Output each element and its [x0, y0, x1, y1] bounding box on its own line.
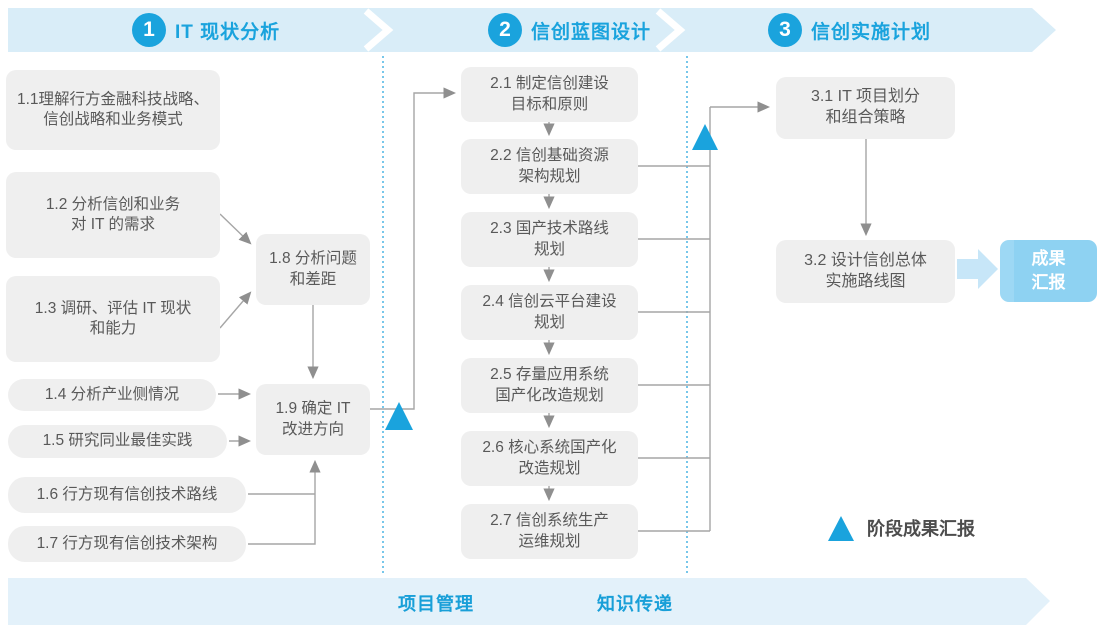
box-1-2: 1.2 分析信创和业务 对 IT 的需求 — [6, 172, 220, 258]
phase3-number-badge: 3 — [768, 13, 802, 47]
thick-arrow-to-deliverable — [957, 249, 998, 289]
box-1-3: 1.3 调研、评估 IT 现状 和能力 — [6, 276, 220, 362]
box-2-4: 2.4 信创云平台建设 规划 — [461, 285, 638, 340]
box-2-1: 2.1 制定信创建设 目标和原则 — [461, 67, 638, 122]
phase1-title: IT 现状分析 — [175, 21, 281, 43]
box-1-7: 1.7 行方现有信创技术架构 — [8, 526, 246, 562]
box-2-5: 2.5 存量应用系统 国产化改造规划 — [461, 358, 638, 413]
phase3-title: 信创实施计划 — [811, 21, 932, 43]
phase1-connectors — [218, 87, 457, 545]
legend: 阶段成果汇报 — [828, 515, 975, 541]
deliverable-box: 成果 汇报 — [1000, 240, 1097, 302]
phase2-number-badge: 2 — [488, 13, 522, 47]
milestone-triangle-phase1 — [385, 402, 413, 430]
arrow-1-7-to-1-9 — [248, 459, 321, 545]
phase2-to-phase3-connectors — [638, 101, 771, 532]
box-1-5: 1.5 研究同业最佳实践 — [8, 425, 227, 458]
box-1-4: 1.4 分析产业侧情况 — [8, 379, 216, 411]
box-2-2: 2.2 信创基础资源 架构规划 — [461, 139, 638, 194]
phase2-title: 信创蓝图设计 — [531, 21, 652, 43]
box-1-6: 1.6 行方现有信创技术路线 — [8, 477, 246, 513]
box-3-1: 3.1 IT 项目划分 和组合策略 — [776, 77, 955, 139]
arrow-1-2-to-1-8 — [219, 213, 252, 245]
box-3-2: 3.2 设计信创总体 实施路线图 — [776, 240, 955, 303]
box-2-6: 2.6 核心系统国产化 改造规划 — [461, 431, 638, 486]
box-1-9: 1.9 确定 IT 改进方向 — [256, 384, 370, 455]
box-2-7: 2.7 信创系统生产 运维规划 — [461, 504, 638, 559]
arrow-1-3-to-1-8 — [219, 291, 252, 329]
bottom-banner-band — [8, 578, 1050, 625]
banner-chevron-1 — [363, 8, 394, 52]
footer-item-knowledge-transfer: 知识传递 — [597, 594, 673, 614]
arrow-1-9-to-2-1 — [370, 87, 457, 410]
legend-triangle-icon — [828, 515, 854, 541]
phase1-number-badge: 1 — [132, 13, 166, 47]
box-1-1: 1.1理解行方金融科技战略、 信创战略和业务模式 — [6, 70, 220, 150]
box-2-3: 2.3 国产技术路线 规划 — [461, 212, 638, 267]
banner-chevron-2 — [655, 8, 686, 52]
milestone-triangle-phase2 — [692, 124, 718, 150]
footer-item-project-management: 项目管理 — [398, 594, 474, 614]
phase1-header: 1 IT 现状分析 — [132, 8, 280, 52]
box-1-8: 1.8 分析问题 和差距 — [256, 234, 370, 305]
legend-label: 阶段成果汇报 — [867, 519, 975, 539]
phase3-header: 3 信创实施计划 — [768, 8, 931, 52]
phase2-header: 2 信创蓝图设计 — [488, 8, 651, 52]
